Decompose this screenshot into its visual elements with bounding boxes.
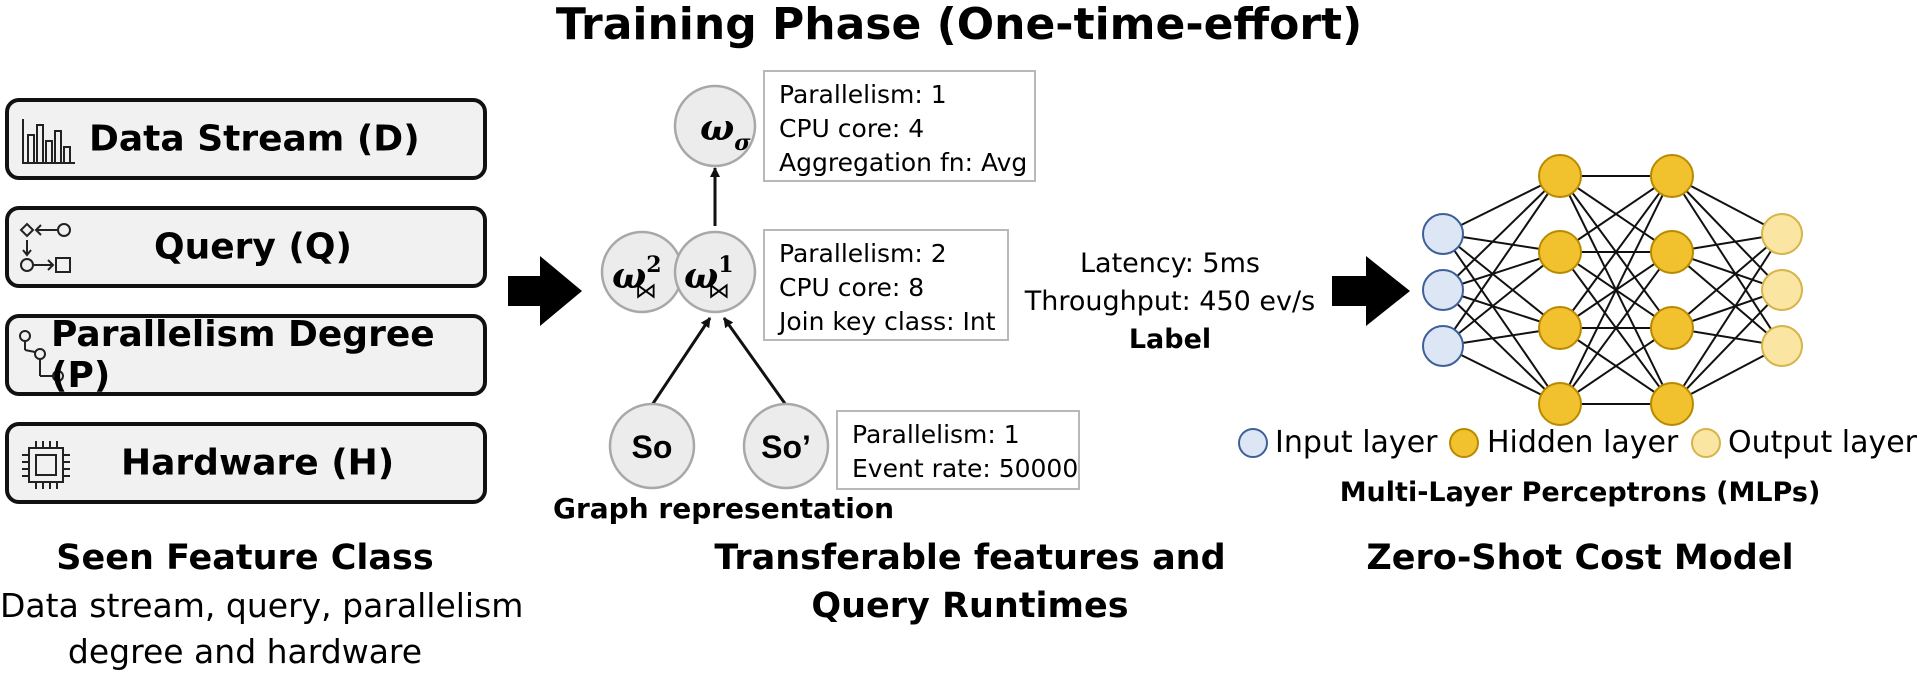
mlp-hidden-neuron [1538,306,1582,350]
mlp-hidden-neuron [1538,382,1582,426]
feature-label-query: Query (Q) [154,226,352,268]
mlp-connection [1671,175,1783,291]
mlp-connection [1559,251,1673,405]
node-join-1-sub: ⋈ [708,279,730,304]
mlp-connection [1671,289,1783,405]
agg-info-line: Aggregation fn: Avg [779,148,1028,177]
node-join-2-sub: ⋈ [635,279,657,304]
mlp-hidden-neuron [1650,382,1694,426]
join-info-line: Parallelism: 2 [779,239,947,268]
feature-box-parallelism: Parallelism Degree (P) [5,314,487,396]
source-info-line: Event rate: 50000 [852,454,1079,483]
feature-box-query: Query (Q) [5,206,487,288]
mlp-connection [1442,175,1561,347]
mlp-connection [1442,289,1561,405]
source-info-line: Parallelism: 1 [852,420,1020,449]
mlp-connection [1559,175,1673,329]
transferable-title-line1: Transferable features and [714,538,1226,578]
mlp-network [1422,154,1803,426]
feature-label-parallelism: Parallelism Degree (P) [51,314,435,396]
mlp-hidden-neuron [1538,154,1582,198]
mlp-connection [1559,327,1673,405]
join-info-line: CPU core: 8 [779,273,925,302]
zero-shot-title: Zero-Shot Cost Model [1366,538,1794,578]
page-title: Training Phase (One-time-effort) [555,0,1363,50]
transferable-title-line2: Query Runtimes [811,586,1129,626]
mlp-connection [1442,175,1561,291]
node-source-2 [742,402,830,490]
seen-feature-title: Seen Feature Class [56,538,434,578]
mlp-connection [1559,175,1673,405]
block-arrow-left [508,256,582,326]
node-source-2-label: So’ [761,429,811,465]
node-source-1-label: So [632,429,673,465]
agg-info-line: Parallelism: 1 [779,80,947,109]
latency-text: Latency: 5ms [1080,248,1260,279]
legend-output-label: Output layer [1728,425,1918,460]
label-block: Latency: 5ms Throughput: 450 ev/s Label [1020,245,1320,359]
feature-label-data-stream: Data Stream (D) [89,118,420,160]
node-aggregation [673,84,757,168]
mlp-hidden-neuron [1650,154,1694,198]
mlp-caption: Multi-Layer Perceptrons (MLPs) [1339,477,1821,508]
join-info-line: Join key class: Int [779,307,996,336]
edge-source1-join1 [650,317,712,406]
join-info-box: Parallelism: 2 CPU core: 8 Join key clas… [763,229,1009,341]
mlp-connection [1442,233,1561,405]
mlp-input-neuron [1422,213,1464,255]
flow-icon [19,222,71,273]
source-info-box: Parallelism: 1 Event rate: 50000 [836,410,1080,490]
graph-caption: Graph representation [553,492,895,525]
seen-feature-line2: degree and hardware [67,632,423,671]
mlp-input-neuron [1422,325,1464,367]
mlp-connection [1671,233,1783,405]
mlp-output-neuron [1761,325,1803,367]
legend-input-label: Input layer [1275,425,1438,460]
mlp-connection [1559,175,1673,253]
node-aggregation-symbol: ωσ [700,107,751,156]
feature-box-hardware: Hardware (H) [5,422,487,504]
feature-box-data-stream: Data Stream (D) [5,98,487,180]
mlp-connection [1442,233,1561,329]
mlp-output-neuron [1761,213,1803,255]
label-text: Label [1128,324,1212,355]
mlp-connection [1671,233,1783,329]
legend-output-dot [1691,428,1721,458]
seen-feature-line1: Data stream, query, parallelism [0,586,524,625]
legend-hidden-label: Hidden layer [1487,425,1679,460]
mlp-connection [1442,251,1561,347]
bar-chart-icon [22,119,75,164]
aggregation-info-box: Parallelism: 1 CPU core: 4 Aggregation f… [763,70,1036,182]
mlp-input-neuron [1422,269,1464,311]
legend-input-dot [1238,428,1268,458]
feature-label-hardware: Hardware (H) [121,442,395,484]
block-arrow-right [1332,256,1410,326]
mlp-hidden-neuron [1650,306,1694,350]
branch-icon [19,330,64,382]
mlp-connection [1671,175,1783,347]
mlp-hidden-neuron [1650,230,1694,274]
node-join-1-symbol: ω1 [684,252,734,297]
throughput-text: Throughput: 450 ev/s [1024,286,1316,317]
legend-hidden-dot [1449,428,1479,458]
edge-source2-join1 [722,317,788,406]
node-join-2-symbol: ω2 [612,252,662,297]
agg-info-line: CPU core: 4 [779,114,925,143]
chip-icon [22,441,70,489]
mlp-output-neuron [1761,269,1803,311]
node-join-1 [673,230,757,314]
mlp-connection [1671,251,1783,347]
mlp-hidden-neuron [1538,230,1582,274]
node-source-1 [608,402,696,490]
